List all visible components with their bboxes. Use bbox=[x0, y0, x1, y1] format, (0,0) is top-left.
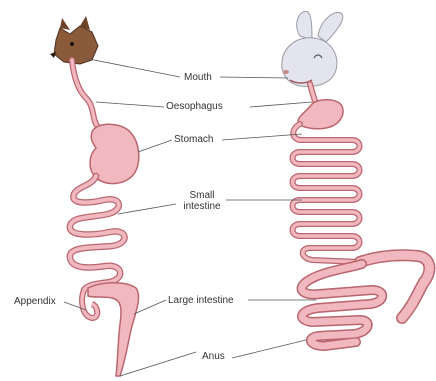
label-oesophagus: Oesophagus bbox=[166, 101, 223, 112]
rabbit-head-icon bbox=[282, 11, 343, 86]
leader-mouth-left bbox=[84, 58, 180, 77]
right-large-intestine bbox=[302, 255, 430, 346]
label-stomach: Stomach bbox=[174, 134, 213, 145]
left-large-intestine bbox=[82, 283, 138, 376]
leader-oesophagus-left bbox=[96, 102, 164, 107]
leader-small-left bbox=[118, 204, 176, 214]
leader-mouth-right bbox=[220, 77, 288, 78]
dog-head-icon bbox=[50, 16, 98, 64]
label-large-intestine: Large intestine bbox=[168, 295, 234, 306]
label-mouth: Mouth bbox=[184, 72, 212, 83]
label-anus: Anus bbox=[202, 351, 225, 362]
left-small-intestine bbox=[70, 176, 125, 290]
leader-stomach-right bbox=[222, 134, 302, 140]
leader-anus-left bbox=[120, 352, 196, 376]
label-small-intestine-line2: intestine bbox=[180, 201, 224, 212]
leader-oesophagus-right bbox=[250, 102, 312, 107]
label-small-intestine: Small intestine bbox=[180, 190, 224, 212]
right-stomach bbox=[298, 100, 343, 129]
right-small-intestine bbox=[293, 124, 361, 262]
leader-anus-right bbox=[232, 340, 306, 358]
label-appendix: Appendix bbox=[14, 296, 56, 307]
label-small-intestine-line1: Small bbox=[180, 190, 224, 201]
leader-stomach-left bbox=[138, 140, 172, 152]
